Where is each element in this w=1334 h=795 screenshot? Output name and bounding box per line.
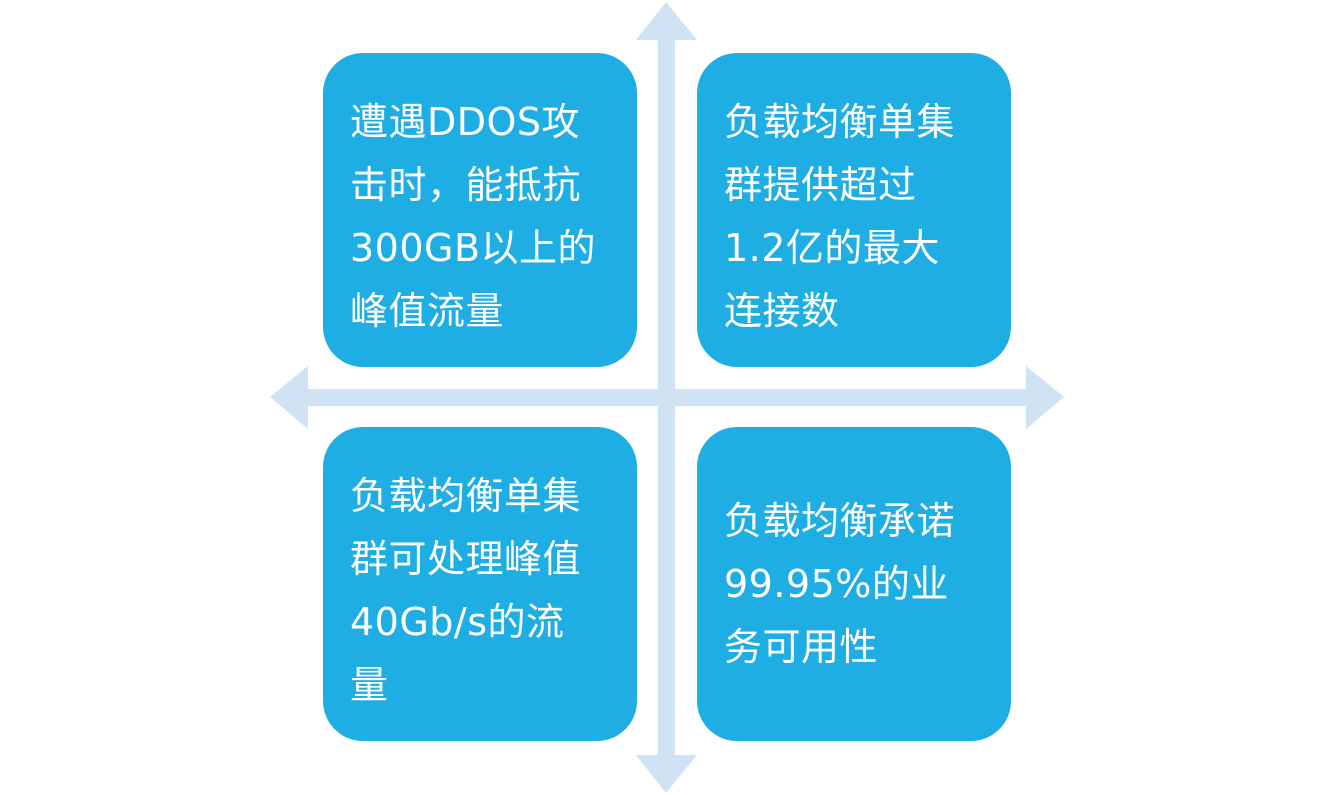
quadrant-text-line: 击时，能抵抗 [350,163,582,207]
quadrant-text-line: 负载均衡承诺 [724,498,956,543]
quadrant-text-line: 峰值流量 [350,289,505,333]
quadrant-text-line: 负载均衡单集 [724,100,956,144]
axis-arrow-down [636,755,697,793]
axis-arrow-right [1026,366,1064,429]
horizontal-axis [305,389,1029,406]
quadrant-bottom-right: 负载均衡承诺 99.95%的业 务可用性 [697,427,1011,741]
quadrant-text-line: 300GB以上的 [350,226,597,270]
quadrant-text-line: 量 [350,663,389,707]
quadrant-text-line: 负载均衡单集 [350,474,582,518]
axis-arrow-up [636,2,697,40]
quadrant-text-line: 99.95%的业 [724,561,949,606]
quadrant-text-line: 务可用性 [724,624,879,669]
quadrant-text-line: 遭遇DDOS攻 [350,100,581,144]
quadrant-top-right: 负载均衡单集 群提供超过 1.2亿的最大 连接数 [697,53,1011,367]
quadrant-text-line: 群可处理峰值 [350,537,582,581]
axis-arrow-left [270,366,308,429]
quadrant-text-line: 群提供超过 [724,163,917,207]
quadrant-bottom-left: 负载均衡单集 群可处理峰值 40Gb/s的流 量 [323,427,637,741]
quadrant-text-line: 1.2亿的最大 [724,226,940,270]
quadrant-text-line: 40Gb/s的流 [350,600,565,644]
quadrant-top-left: 遭遇DDOS攻 击时，能抵抗 300GB以上的 峰值流量 [323,53,637,367]
quadrant-text-line: 连接数 [724,289,840,333]
